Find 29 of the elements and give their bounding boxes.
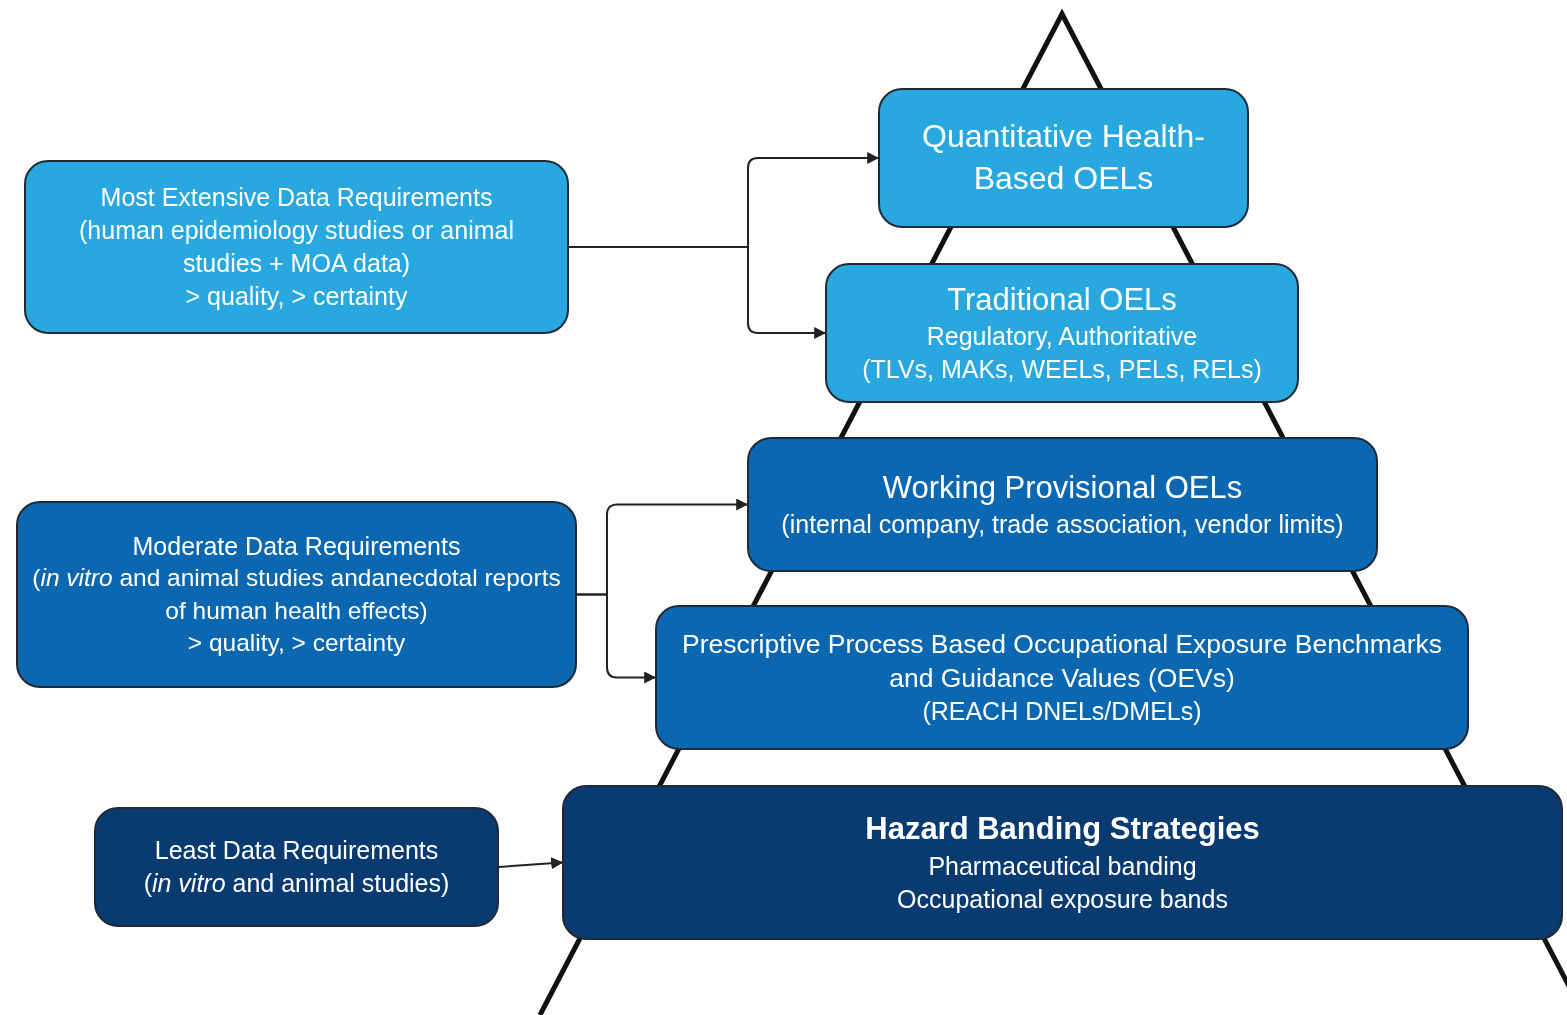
level-box [655, 605, 1469, 750]
box-heading: Moderate Data Requirements [132, 530, 461, 562]
box-text: (in vitro and animal studies) [143, 867, 450, 899]
level-box [562, 785, 1563, 940]
box-heading: Quantitative Health-Based OELs [921, 117, 1206, 198]
level-box [825, 263, 1299, 403]
arrow [498, 857, 564, 870]
box-heading: Working Provisional OELs [882, 468, 1243, 507]
box-heading: Most Extensive Data Requirements [100, 182, 493, 214]
box-heading: Traditional OELs [947, 280, 1177, 319]
level-box [747, 437, 1378, 572]
level-box [24, 160, 569, 334]
arrow [576, 593, 657, 684]
box-heading: Hazard Banding Strategies [865, 810, 1260, 849]
box-text: Regulatory, Authoritative [926, 321, 1198, 353]
box-text: (REACH DNELs/DMELs) [922, 696, 1202, 728]
level-box [94, 807, 499, 927]
box-text: (in vitro and animal studies andanecdotal reports of human health effects) [31, 563, 562, 626]
level-box [878, 88, 1249, 228]
box-text: (internal company, trade association, vendor limits) [781, 509, 1344, 541]
box-text: > quality, > certainty [187, 627, 406, 658]
box-text: Occupational exposure bands [897, 883, 1228, 915]
box-text: > quality, > certainty [185, 280, 408, 312]
box-heading: Prescriptive Process Based Occupational Exposure Benchmarks and Guidance Values (OEVs) [681, 627, 1443, 695]
box-text: Pharmaceutical banding [928, 850, 1197, 882]
level-box [16, 501, 577, 688]
box-text: (TLVs, MAKs, WEELs, PELs, RELs) [862, 354, 1262, 386]
box-heading: Least Data Requirements [154, 835, 439, 867]
box-text: (human epidemiology studies or animal studies + MOA data) [78, 214, 515, 279]
